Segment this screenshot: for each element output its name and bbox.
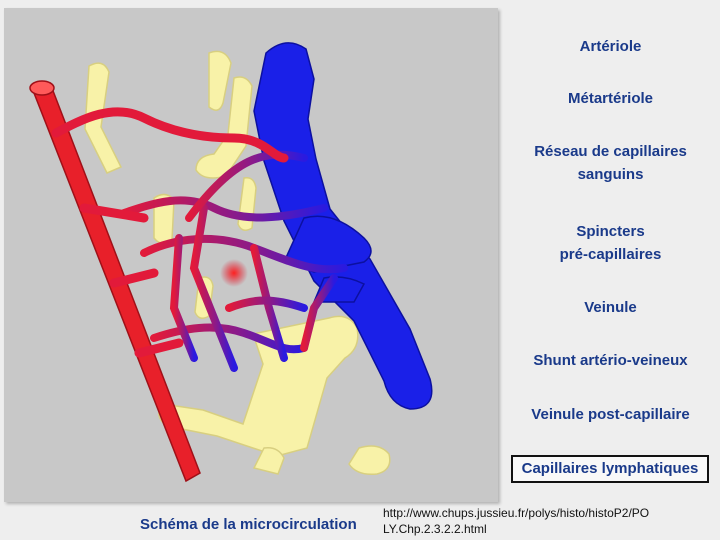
- legend-venule: Veinule: [584, 299, 637, 316]
- legend-metarteriole: Métartériole: [567, 90, 654, 107]
- arteriole-opening: [29, 80, 55, 96]
- precapillary-sphincter: [220, 259, 248, 287]
- legend-postcapillary-venule: Veinule post-capillaire: [531, 406, 690, 423]
- blood-capillary-network: [120, 150, 348, 372]
- legend-capillary-network-line2: sanguins: [577, 166, 644, 183]
- legend-arteriole: Artériole: [579, 38, 642, 55]
- source-url-line1: http://www.chups.jussieu.fr/polys/histo/…: [383, 506, 650, 520]
- metarteriole: [51, 107, 289, 358]
- legend-sphincters-line2: pré-capillaires: [559, 246, 662, 263]
- legend-capillary-network-line1: Réseau de capillaires: [534, 143, 687, 160]
- venule: [253, 42, 433, 410]
- diagram-caption: Schéma de la microcirculation: [140, 516, 357, 533]
- source-url-line2: LY.Chp.2.3.2.2.html: [383, 522, 487, 536]
- legend-sphincters-line1: Spincters: [576, 223, 645, 240]
- source-url: http://www.chups.jussieu.fr/polys/histo/…: [383, 505, 720, 537]
- microcirculation-diagram: [4, 8, 498, 502]
- legend-shunt: Shunt artério-veineux: [533, 352, 688, 369]
- legend-lymphatic-capillaries: Capillaires lymphatiques: [511, 455, 709, 483]
- diagram-illustration: [29, 42, 433, 483]
